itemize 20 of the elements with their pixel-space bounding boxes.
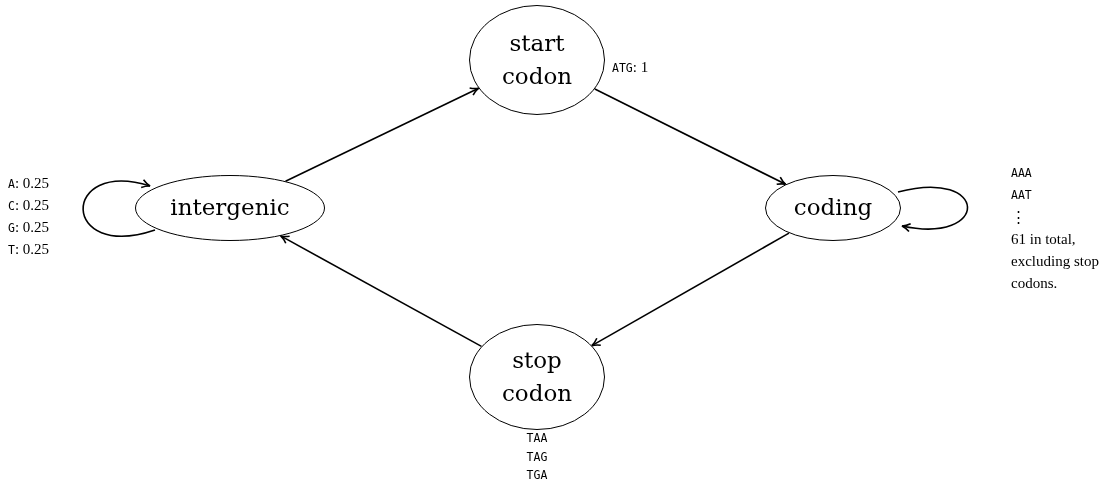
codon-label: AAT: [1011, 187, 1032, 204]
codon-label: AAA: [1011, 165, 1032, 182]
codon-label: TAA: [526, 430, 548, 447]
state-label: coding: [793, 193, 873, 223]
state-ellipse: [469, 324, 605, 430]
state-label: intergenic: [170, 193, 290, 223]
state-ellipse: [135, 175, 325, 241]
emission-probability: ATG: 1: [612, 58, 649, 77]
emission-probability: G: 0.25: [8, 218, 50, 237]
state-label: start codon: [500, 28, 574, 91]
state-label: stop codon: [500, 345, 574, 408]
emission-probability: C: 0.25: [8, 196, 50, 215]
emission-probability: T: 0.25: [8, 240, 50, 259]
state-ellipse: [469, 5, 605, 115]
emission-note: ⋮: [1011, 208, 1027, 227]
emission-probability: A: 0.25: [8, 174, 50, 193]
emission-note: 61 in total, excluding stop codons.: [1011, 230, 1099, 293]
codon-label: TAG: [526, 448, 548, 466]
state-ellipse: [765, 175, 901, 241]
codon-label: TGA: [526, 467, 548, 484]
